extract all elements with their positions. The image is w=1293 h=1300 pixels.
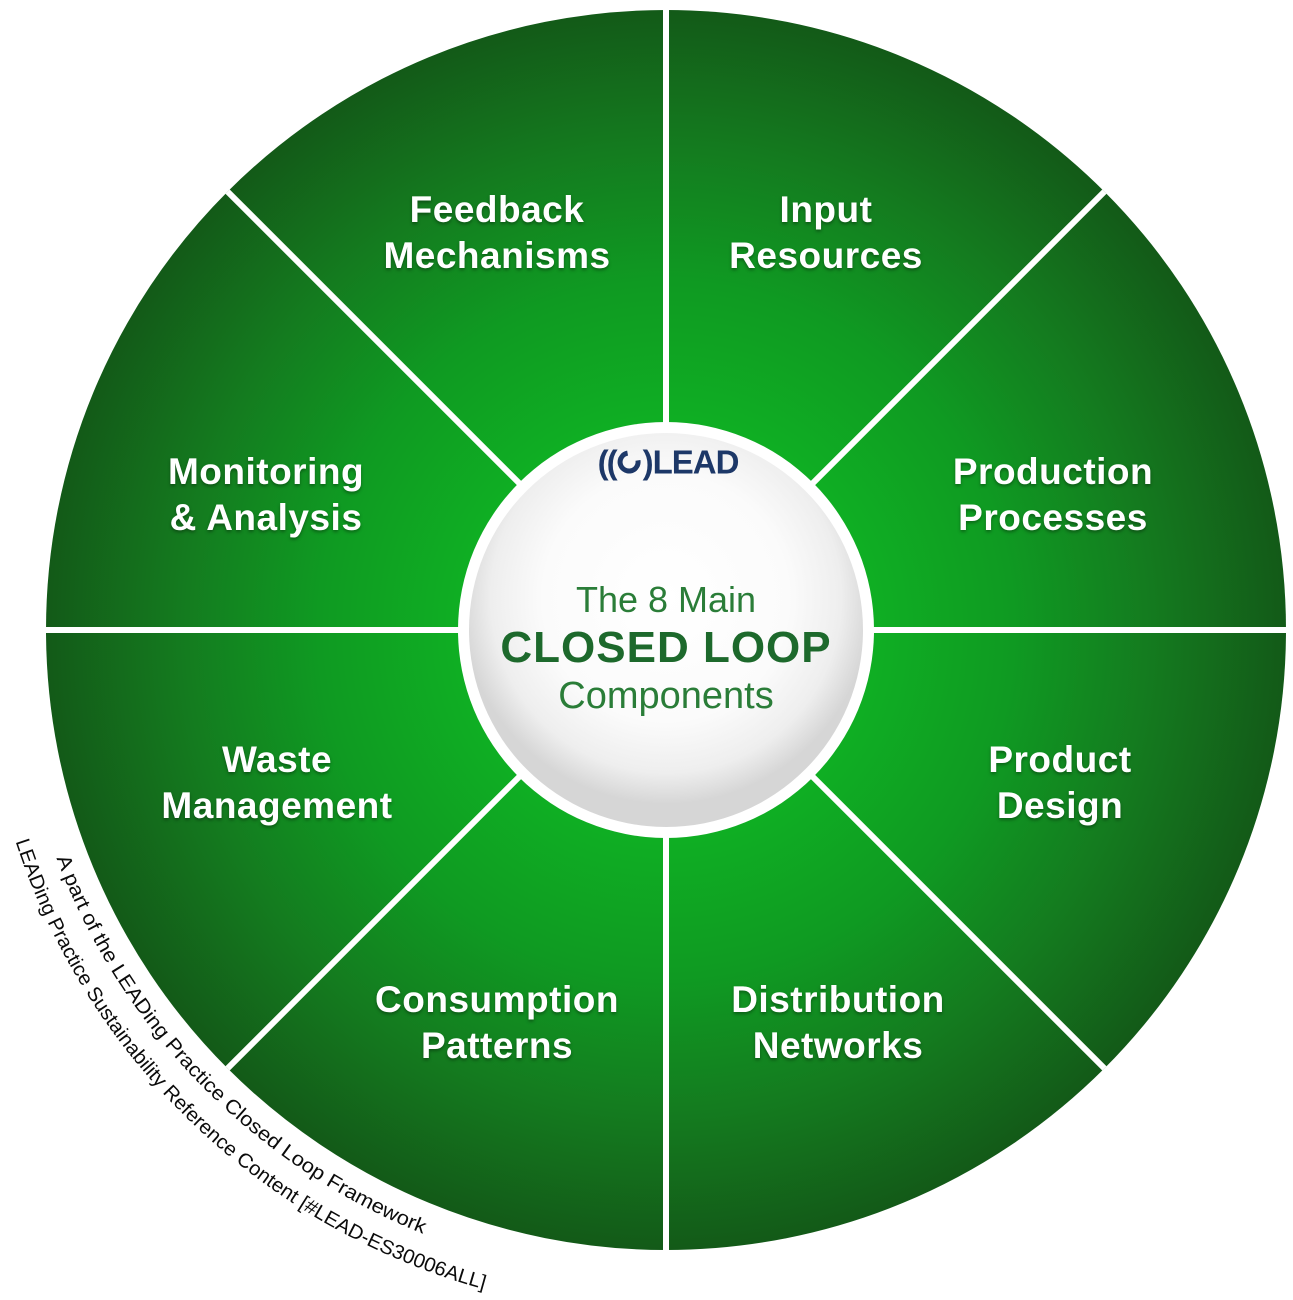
center-title-line-1: The 8 Main	[575, 579, 757, 620]
segment-label-input-resources: Input Resources	[729, 189, 923, 276]
center-title-line-3: Components	[558, 675, 774, 717]
center-title-line-2: CLOSED LOOP	[500, 623, 832, 672]
logo-close-paren: )	[642, 443, 654, 481]
segment-label-feedback-mechanisms: Feedback Mechanisms	[383, 189, 611, 276]
lead-logo: (()LEAD	[597, 443, 740, 481]
center-title: The 8 Main CLOSED LOOP Components	[500, 576, 831, 720]
segment-label-monitoring-analysis: Monitoring & Analysis	[167, 451, 365, 538]
segment-label-production-processes: Production Processes	[952, 451, 1154, 538]
logo-open-parens: ((	[597, 443, 618, 481]
hub-disc	[469, 433, 863, 827]
segment-label-waste-management: Waste Management	[161, 739, 393, 826]
segment-label-consumption-patterns: Consumption Patterns	[375, 979, 619, 1066]
segment-label-distribution-networks: Distribution Networks	[731, 979, 945, 1066]
segment-label-product-design: Product Design	[988, 739, 1132, 826]
open-ring-swirl-icon	[613, 445, 646, 479]
logo-brand-text: LEAD	[652, 443, 740, 481]
